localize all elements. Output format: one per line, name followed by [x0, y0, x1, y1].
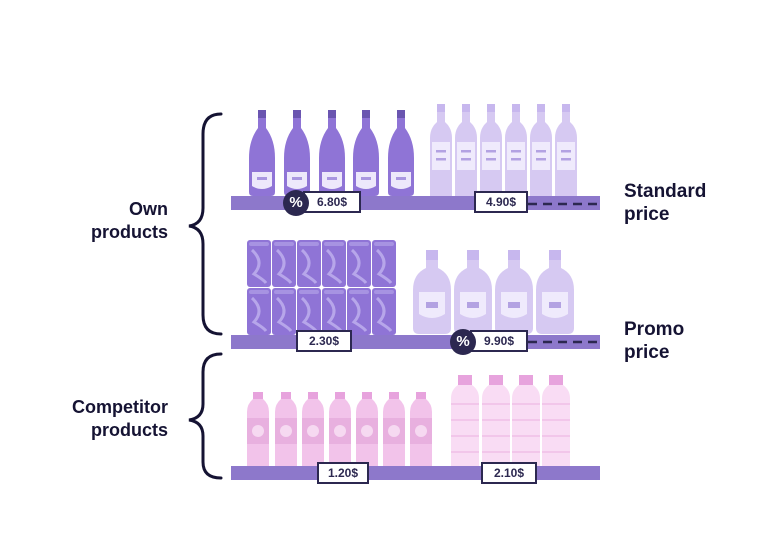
liquor-bottles: [413, 250, 574, 334]
promo-price-label: Promo price: [624, 319, 685, 363]
light-wine-bottles: [430, 104, 577, 196]
price-tag-water-small: 1.20$: [317, 462, 369, 484]
wine-bottle: [388, 110, 414, 196]
water-bottle-large: [482, 375, 510, 466]
promo-percent-icon: %: [283, 190, 309, 216]
price-tag-cans: 2.30$: [296, 330, 352, 352]
wine-bottle: [249, 110, 275, 196]
soda-can: [322, 288, 346, 335]
own-products-brace-icon: [188, 112, 223, 336]
price-tag-water-large: 2.10$: [481, 462, 537, 484]
soda-can: [272, 288, 296, 335]
liquor-bottle: [495, 250, 533, 334]
wine-bottle: [480, 104, 502, 196]
liquor-bottle: [413, 250, 451, 334]
price-tag-liquor: 9.90$: [470, 330, 528, 352]
promo-percent-icon: %: [450, 329, 476, 355]
soda-can: [347, 240, 371, 287]
water-bottle: [356, 392, 378, 466]
soda-can: [247, 240, 271, 287]
liquor-bottle: [536, 250, 574, 334]
water-bottle-large: [542, 375, 570, 466]
price-tag-wine-light: 4.90$: [474, 191, 528, 213]
water-bottle: [275, 392, 297, 466]
soda-can: [347, 288, 371, 335]
water-bottle: [410, 392, 432, 466]
competitor-products-brace-icon: [188, 352, 223, 480]
soda-can: [372, 288, 396, 335]
soda-can: [322, 240, 346, 287]
wine-bottle: [530, 104, 552, 196]
soda-can: [272, 240, 296, 287]
water-bottle: [247, 392, 269, 466]
own-products-label: Own products: [90, 199, 168, 242]
wine-bottle: [555, 104, 577, 196]
water-bottle-large: [451, 375, 479, 466]
price-tag-wine-dark: 6.80$: [303, 191, 361, 213]
wine-bottle: [430, 104, 452, 196]
soda-can: [372, 240, 396, 287]
competitor-products-label: Competitor products: [72, 397, 168, 440]
water-bottle-large: [512, 375, 540, 466]
soda-can: [297, 288, 321, 335]
large-water-bottles: [451, 375, 570, 466]
small-water-bottles: [247, 392, 432, 466]
wine-bottle: [455, 104, 477, 196]
water-bottle: [329, 392, 351, 466]
shelf-bottom: [231, 466, 600, 480]
standard-price-label: Standard price: [624, 181, 707, 225]
soda-can: [297, 240, 321, 287]
water-bottle: [302, 392, 324, 466]
liquor-bottle: [454, 250, 492, 334]
dark-wine-bottles: [249, 110, 414, 196]
water-bottle: [383, 392, 405, 466]
wine-bottle: [505, 104, 527, 196]
soda-cans: [247, 240, 396, 335]
wine-bottle: [353, 110, 379, 196]
wine-bottle: [284, 110, 310, 196]
soda-can: [247, 288, 271, 335]
wine-bottle: [319, 110, 345, 196]
